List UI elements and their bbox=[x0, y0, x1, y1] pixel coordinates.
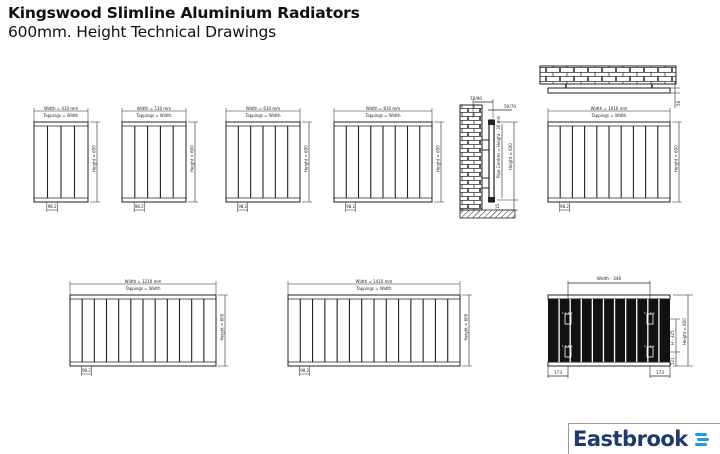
height-label: Height = 600 bbox=[464, 313, 469, 340]
bracket-right-offset-label: 173 bbox=[656, 370, 664, 375]
side-height-label: Height = 600 bbox=[508, 143, 513, 170]
bracket-height-label: Height = 600 bbox=[682, 318, 687, 345]
side-view-drawing bbox=[459, 99, 518, 219]
section-pitch-label: 98.2 bbox=[48, 204, 57, 209]
page-subtitle: 600mm. Height Technical Drawings bbox=[8, 23, 277, 41]
width-label: Width = 1210 mm bbox=[125, 279, 162, 284]
tappings-label: Tappings = Width bbox=[244, 113, 281, 118]
eastbrook-logo: Eastbrook bbox=[568, 423, 720, 454]
tappings-label: Tappings = Width bbox=[124, 286, 161, 291]
bracket-bottom-label: 121 bbox=[670, 357, 675, 365]
bracket-centres-label: H - 325 bbox=[670, 330, 675, 345]
tappings-label: Tappings = Width bbox=[364, 113, 401, 118]
width-label: Width = 810 mm bbox=[366, 106, 400, 111]
bracket-left-offset-label: 173 bbox=[554, 370, 562, 375]
page-title: Kingswood Slimline Aluminium Radiators bbox=[8, 4, 360, 22]
width-label: Width = 610 mm bbox=[246, 106, 280, 111]
section-pitch-label: 98.2 bbox=[238, 204, 247, 209]
height-label: Height = 600 bbox=[92, 145, 97, 172]
plan-depth-label: 50 bbox=[676, 100, 681, 106]
height-label: Height = 600 bbox=[304, 145, 309, 172]
tappings-label: Tappings = Width bbox=[135, 113, 172, 118]
height-label: Height = 600 bbox=[436, 145, 441, 172]
brand-name: Eastbrook bbox=[573, 427, 688, 451]
height-label: Height = 600 bbox=[220, 313, 225, 340]
bracket-view-drawing bbox=[547, 281, 693, 378]
pipe-centres-label: Pipe Centres = Height - 30 mm bbox=[496, 115, 501, 178]
section-pitch-label: 98.2 bbox=[82, 368, 91, 373]
height-label: Height = 600 bbox=[190, 145, 195, 172]
plan-view-drawing bbox=[539, 65, 680, 108]
tappings-label: Tappings = Width bbox=[42, 113, 79, 118]
bracket-width-label: Width - 346 bbox=[597, 276, 622, 281]
wave-logo-icon bbox=[694, 432, 709, 446]
tappings-label: Tappings = Width bbox=[590, 113, 627, 118]
width-label: Width = 510 mm bbox=[137, 106, 171, 111]
tappings-label: Tappings = Width bbox=[355, 286, 392, 291]
section-pitch-label: 98.2 bbox=[346, 204, 355, 209]
side-bottom-label: 15 bbox=[495, 203, 500, 209]
side-offset-label: 70/90 bbox=[470, 96, 482, 101]
side-wall-gap-label: 50/70 bbox=[504, 104, 516, 109]
width-label: Width = 410 mm bbox=[44, 106, 78, 111]
height-label: Height = 600 bbox=[674, 145, 679, 172]
section-pitch-label: 98.2 bbox=[135, 204, 144, 209]
width-label: Width = 1010 mm bbox=[591, 106, 628, 111]
section-pitch-label: 98.2 bbox=[300, 368, 309, 373]
width-label: Width = 1410 mm bbox=[356, 279, 393, 284]
section-pitch-label: 98.2 bbox=[560, 204, 569, 209]
